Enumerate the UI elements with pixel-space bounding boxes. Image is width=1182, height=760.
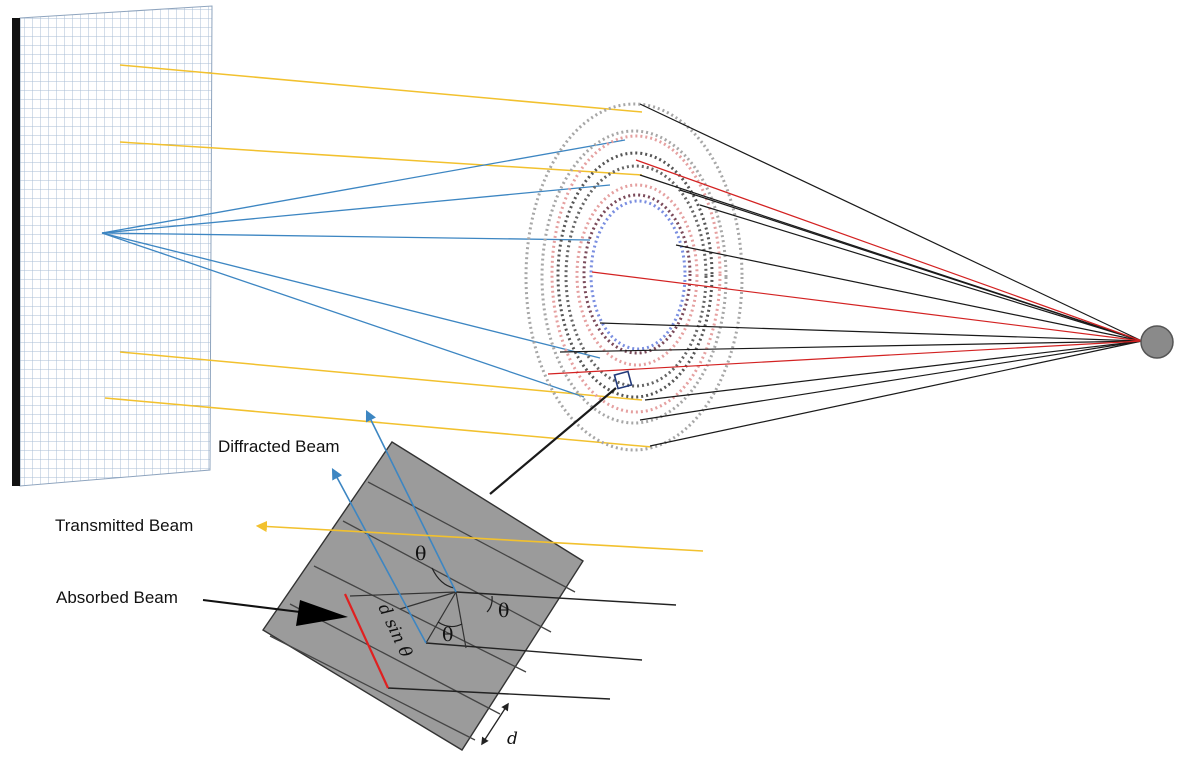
theta-label-top: θ	[415, 543, 426, 565]
cone-line	[599, 322, 1143, 342]
cone-line	[639, 340, 1143, 421]
incident-beams	[387, 591, 677, 700]
diffracted-line	[101, 139, 626, 234]
ring-red	[550, 134, 722, 414]
cone-line	[649, 340, 1143, 447]
absorbed-pointer-head	[296, 600, 348, 626]
diffracted-line	[101, 232, 585, 398]
theta-label-right: θ	[498, 600, 509, 622]
transmitted-line	[119, 64, 643, 113]
zoom-box	[613, 370, 633, 390]
cone-line	[644, 340, 1143, 401]
angle-arcs	[431, 567, 493, 628]
theta-arc	[437, 621, 463, 628]
lattice-plane	[367, 481, 576, 593]
zoom-leader	[489, 387, 617, 495]
cone-line	[679, 189, 1143, 342]
incident-line	[455, 591, 677, 606]
detector-edge	[12, 18, 20, 486]
ring	[540, 129, 728, 425]
transmitted-arrow	[255, 520, 704, 552]
ring-outer	[524, 102, 744, 452]
cone-line-red	[591, 271, 1143, 342]
cone-line	[559, 340, 1143, 353]
theta-arc	[431, 567, 455, 589]
cone-line	[639, 103, 1143, 342]
diffracted-line	[101, 184, 611, 234]
absorbed-pointer	[202, 599, 301, 613]
transmitted-beam-label: Transmitted Beam	[55, 516, 193, 535]
normal-line	[399, 591, 457, 610]
absorbed-beam-label: Absorbed Beam	[56, 588, 178, 607]
incident-line	[387, 687, 611, 700]
cone-line	[675, 244, 1143, 342]
diffracted-line	[101, 232, 591, 241]
ring-dark	[582, 193, 692, 355]
construction-lines	[349, 591, 467, 649]
lattice-plane	[289, 603, 501, 715]
normal-line	[425, 591, 457, 644]
normal-line	[349, 591, 457, 597]
transmitted-line	[119, 141, 643, 176]
spacing-arrow	[481, 702, 509, 746]
source-sphere	[1140, 325, 1174, 359]
cone-line-red	[635, 159, 1143, 342]
ring	[564, 164, 708, 388]
diffracted-arrow	[365, 409, 457, 593]
diffracted-beam-label: Diffracted Beam	[218, 437, 340, 456]
normal-line	[455, 591, 467, 649]
diffraction-rings	[524, 102, 744, 452]
cone-line	[699, 204, 1143, 342]
lattice-plane	[313, 565, 527, 673]
crystal-planes	[269, 481, 576, 741]
lattice-plane	[269, 635, 476, 741]
spacing-d-label: d	[507, 729, 518, 749]
theta-arc	[486, 595, 493, 613]
ring	[556, 151, 714, 399]
cone-lines	[547, 103, 1143, 447]
lattice-plane	[342, 520, 552, 633]
ring-red	[575, 183, 699, 367]
incident-line	[425, 642, 643, 661]
transmitted-line	[104, 397, 653, 448]
diffracted-beams-to-screen	[101, 139, 626, 398]
path-difference-line	[343, 593, 390, 689]
diffracted-line	[101, 232, 601, 359]
cone-line-red	[547, 340, 1143, 375]
crystal: θ θ θ d sin θ d	[255, 409, 704, 751]
detector-screen	[12, 5, 213, 487]
detector-grid	[19, 5, 213, 487]
theta-label-bottom: θ	[442, 624, 453, 646]
diffracted-arrow	[331, 468, 427, 644]
transmitted-beams	[104, 64, 653, 448]
ring-blue	[589, 199, 687, 351]
